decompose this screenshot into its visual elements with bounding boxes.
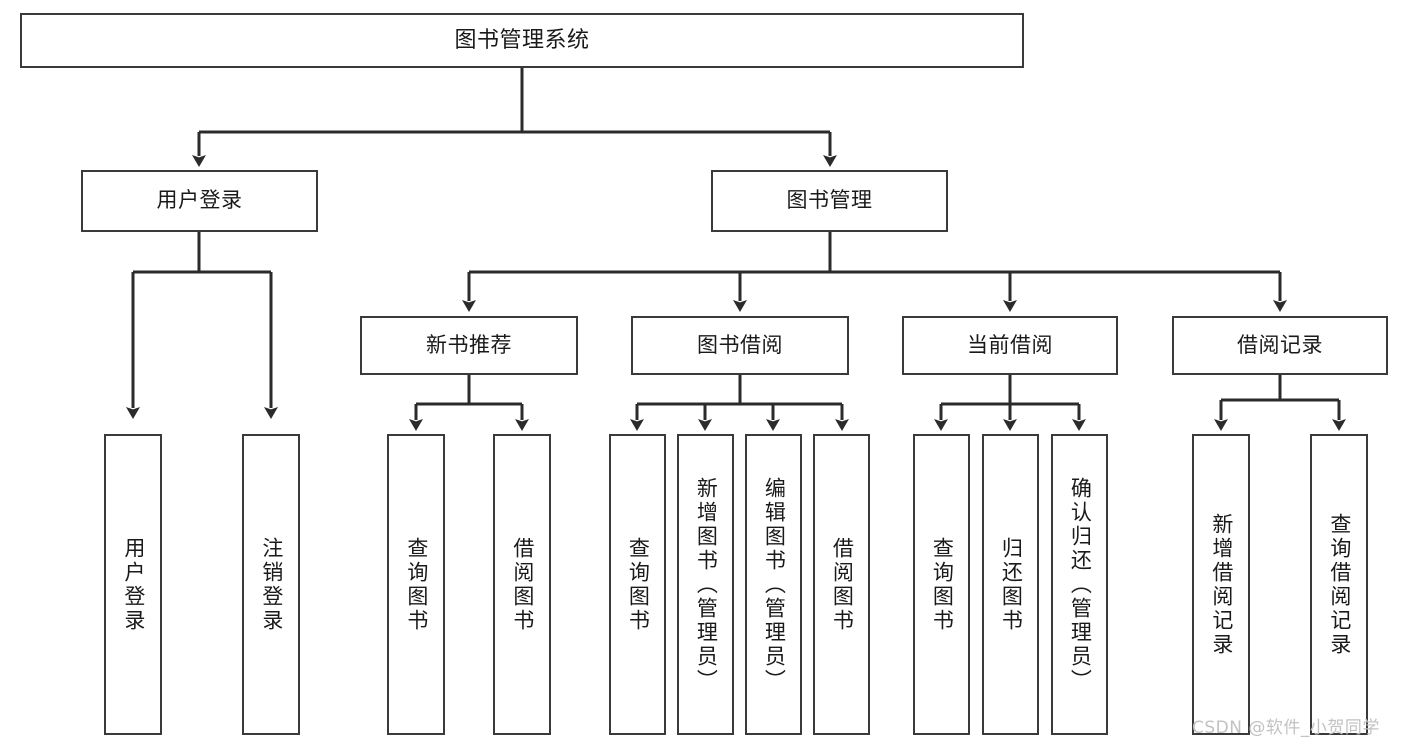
node-label: 借阅图书 <box>510 536 535 633</box>
node-label: 图书管理 <box>786 188 873 213</box>
node-label: 新增借阅记录 <box>1209 512 1234 657</box>
csdn-watermark: CSDN @软件_小贺同学 <box>1192 718 1380 738</box>
node-leaf-br-add-record[interactable]: 新增借阅记录 <box>1192 434 1250 735</box>
node-borrow-record[interactable]: 借阅记录 <box>1172 316 1388 375</box>
node-leaf-bb-edit-book-admin[interactable]: 编辑图书（管理员） <box>745 434 802 735</box>
node-label: 编辑图书（管理员） <box>762 476 787 693</box>
node-label: 用户登录 <box>156 188 243 213</box>
node-leaf-bb-query-book[interactable]: 查询图书 <box>609 434 666 735</box>
node-label: 用户登录 <box>121 536 146 633</box>
node-user-login[interactable]: 用户登录 <box>81 170 318 232</box>
node-label: 当前借阅 <box>967 332 1053 357</box>
node-leaf-cb-query-book[interactable]: 查询图书 <box>913 434 970 735</box>
node-label: 归还图书 <box>999 536 1024 633</box>
node-root-system[interactable]: 图书管理系统 <box>20 13 1024 68</box>
node-leaf-user-login[interactable]: 用户登录 <box>104 434 162 735</box>
node-label: 借阅图书 <box>830 536 855 633</box>
node-leaf-logout[interactable]: 注销登录 <box>242 434 300 735</box>
node-leaf-nbr-query-book[interactable]: 查询图书 <box>387 434 445 735</box>
node-leaf-cb-return-book[interactable]: 归还图书 <box>982 434 1039 735</box>
node-leaf-cb-confirm-return-admin[interactable]: 确认归还（管理员） <box>1051 434 1108 735</box>
node-label: 新书推荐 <box>426 332 512 357</box>
node-label: 查询借阅记录 <box>1327 512 1352 657</box>
node-label: 查询图书 <box>930 536 955 633</box>
node-leaf-nbr-borrow-book[interactable]: 借阅图书 <box>493 434 551 735</box>
node-book-borrow[interactable]: 图书借阅 <box>631 316 849 375</box>
node-label: 图书管理系统 <box>454 27 590 53</box>
node-leaf-bb-add-book-admin[interactable]: 新增图书（管理员） <box>677 434 734 735</box>
node-current-borrow[interactable]: 当前借阅 <box>902 316 1118 375</box>
node-label: 注销登录 <box>259 536 284 633</box>
node-label: 借阅记录 <box>1237 332 1323 357</box>
node-label: 新增图书（管理员） <box>694 476 719 693</box>
node-new-book-recommend[interactable]: 新书推荐 <box>360 316 578 375</box>
node-label: 确认归还（管理员） <box>1068 476 1093 693</box>
node-label: 查询图书 <box>626 536 651 633</box>
node-label: 查询图书 <box>404 536 429 633</box>
node-label: 图书借阅 <box>697 332 783 357</box>
node-leaf-bb-borrow-book[interactable]: 借阅图书 <box>813 434 870 735</box>
node-leaf-br-query-record[interactable]: 查询借阅记录 <box>1310 434 1368 735</box>
node-book-management[interactable]: 图书管理 <box>711 170 948 232</box>
